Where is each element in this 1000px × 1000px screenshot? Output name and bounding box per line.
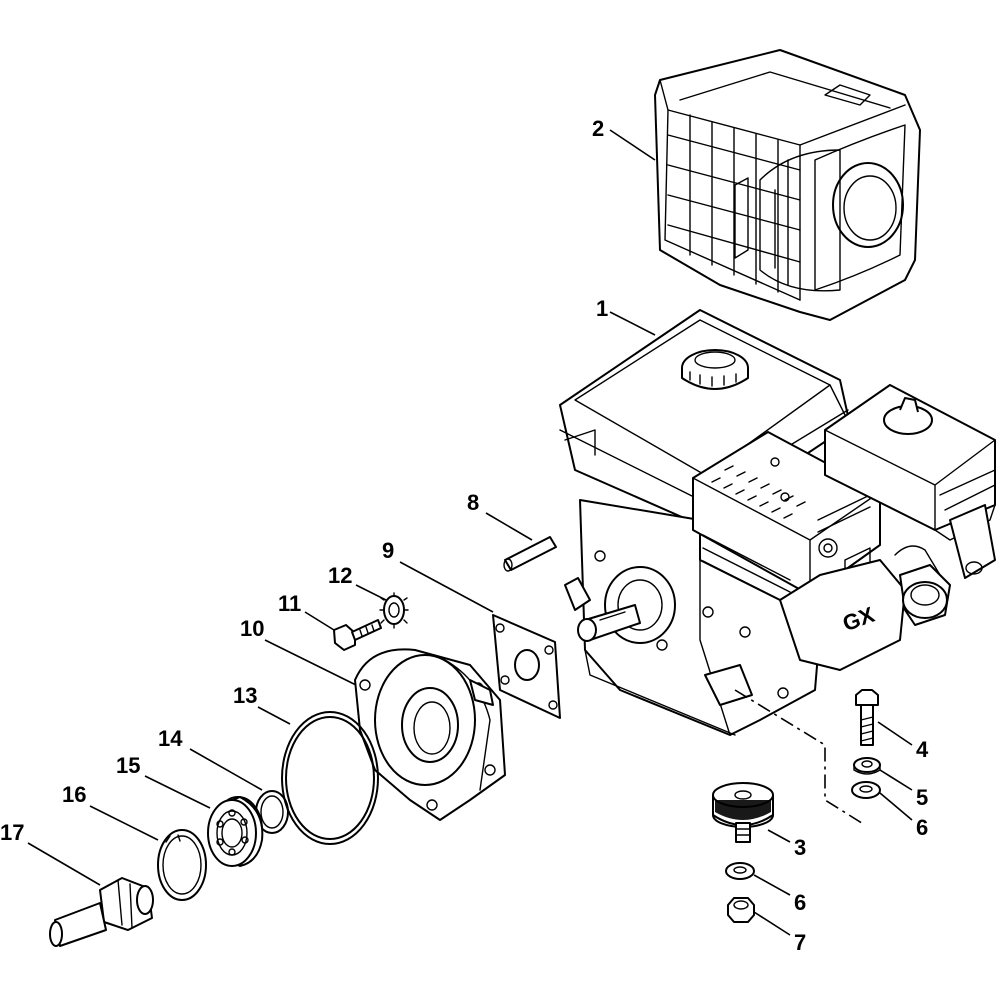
part-3-vibration-mount bbox=[712, 782, 774, 843]
callout-6-upper: 6 bbox=[916, 815, 928, 840]
part-1-engine: GX bbox=[559, 309, 996, 736]
callout-16: 16 bbox=[62, 782, 86, 807]
callout-9: 9 bbox=[382, 538, 394, 563]
callout-15: 15 bbox=[116, 753, 140, 778]
part-16-snap-ring-large bbox=[157, 829, 207, 901]
callout-5: 5 bbox=[916, 785, 928, 810]
part-7-hex-nut bbox=[727, 897, 755, 923]
callout-3: 3 bbox=[794, 835, 806, 860]
part-8-shaft-key bbox=[503, 536, 557, 572]
part-15-ball-bearing bbox=[207, 796, 264, 867]
part-17-pump-shaft bbox=[49, 877, 154, 947]
part-5-spring-washer bbox=[853, 757, 881, 775]
callout-11: 11 bbox=[278, 591, 301, 616]
part-13-o-ring bbox=[281, 711, 379, 845]
callout-10: 10 bbox=[240, 616, 264, 641]
callout-6-lower: 6 bbox=[794, 890, 806, 915]
callout-13: 13 bbox=[233, 683, 257, 708]
callout-1: 1 bbox=[596, 296, 608, 321]
part-6-flat-washer-upper bbox=[851, 781, 881, 799]
callout-8: 8 bbox=[467, 490, 479, 515]
part-10-pump-housing bbox=[354, 648, 506, 821]
part-9-gasket bbox=[492, 614, 561, 719]
part-11-hex-bolt bbox=[333, 619, 382, 651]
callout-12: 12 bbox=[328, 563, 352, 588]
part-12-lock-washer bbox=[379, 592, 409, 629]
callout-4: 4 bbox=[916, 737, 929, 762]
callout-2: 2 bbox=[592, 116, 604, 141]
callout-7: 7 bbox=[794, 930, 806, 955]
callout-labels: 2 1 8 9 12 11 10 13 14 15 16 17 3 4 5 6 … bbox=[0, 116, 929, 955]
callout-14: 14 bbox=[158, 726, 183, 751]
part-6-flat-washer-lower bbox=[725, 862, 755, 880]
part-4-bolt bbox=[855, 689, 879, 746]
leader-lines bbox=[27, 129, 913, 936]
part-2-air-filter-housing bbox=[654, 49, 921, 321]
callout-17: 17 bbox=[0, 820, 24, 845]
